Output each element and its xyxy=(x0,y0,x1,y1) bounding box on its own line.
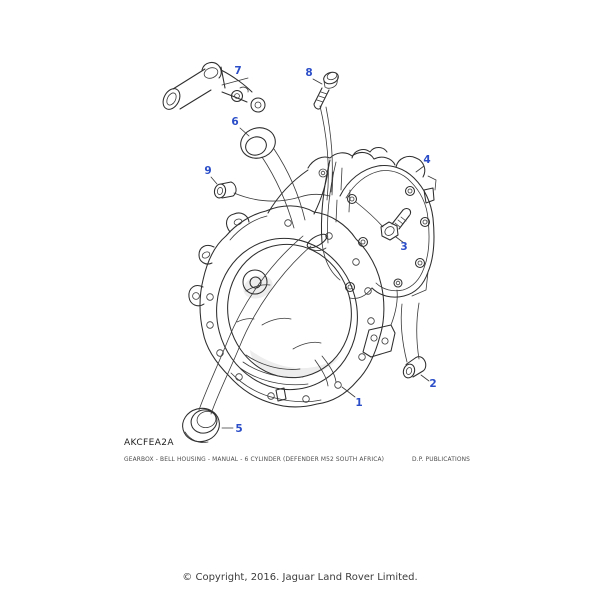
pivot-lever-graphic xyxy=(162,61,266,113)
callout-5[interactable]: 5 xyxy=(235,422,243,435)
callout-1[interactable]: 1 xyxy=(355,396,363,409)
callout-3[interactable]: 3 xyxy=(400,240,408,253)
callout-4[interactable]: 4 xyxy=(423,153,431,166)
rear-plate-graphic xyxy=(339,146,437,299)
callout-9[interactable]: 9 xyxy=(204,164,212,177)
callout-8[interactable]: 8 xyxy=(305,66,313,79)
interior-ribs xyxy=(236,284,337,387)
copyright-line: © Copyright, 2016. Jaguar Land Rover Lim… xyxy=(182,572,418,583)
callout-2[interactable]: 2 xyxy=(429,377,437,390)
bolt-8-graphic xyxy=(313,71,339,110)
bush-2-graphic xyxy=(402,356,427,379)
bush-9-graphic xyxy=(213,181,237,199)
diagram-caption: GEARBOX - BELL HOUSING - MANUAL - 6 CYLI… xyxy=(124,457,385,463)
bolt-3-graphic xyxy=(380,208,412,241)
shading xyxy=(243,275,340,377)
part-code: AKCFEA2A xyxy=(124,438,174,448)
ring-6-graphic xyxy=(240,127,276,159)
flow-lines xyxy=(198,105,420,415)
plate-bolt-holes xyxy=(344,185,431,293)
callout-7[interactable]: 7 xyxy=(234,64,242,77)
callout-leaders xyxy=(210,77,430,429)
publisher-label: D.P. PUBLICATIONS xyxy=(412,457,471,463)
seal-5-graphic xyxy=(182,407,220,443)
callout-6[interactable]: 6 xyxy=(231,115,239,128)
flange-bolt-holes xyxy=(206,219,375,403)
bell-housing-graphic xyxy=(188,151,398,408)
